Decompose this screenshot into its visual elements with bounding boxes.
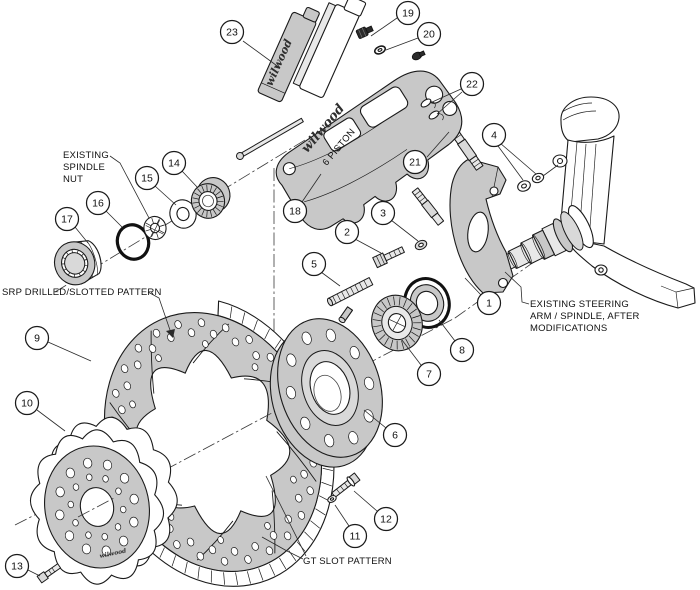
spindle-washers xyxy=(516,172,545,193)
label-spindle-nut-3: NUT xyxy=(63,174,83,185)
callout-23: 23 xyxy=(221,21,244,44)
label-steering-2: ARM / SPINDLE, AFTER xyxy=(530,311,640,322)
svg-text:7: 7 xyxy=(426,369,432,381)
svg-text:9: 9 xyxy=(34,333,40,345)
callout-20: 20 xyxy=(418,23,441,46)
svg-text:15: 15 xyxy=(141,173,153,185)
retainer-clips xyxy=(420,97,445,126)
spindle-nut-group xyxy=(49,173,236,290)
callout-12: 12 xyxy=(375,508,398,531)
pad-outer xyxy=(292,0,366,99)
steering-knuckle xyxy=(487,97,695,308)
spindle-nut xyxy=(141,214,169,243)
callout-1: 1 xyxy=(478,292,501,315)
callout-8: 8 xyxy=(451,339,474,362)
washer-15 xyxy=(166,196,200,231)
bolt-2 xyxy=(373,245,406,268)
callout-21: 21 xyxy=(404,151,427,174)
svg-text:12: 12 xyxy=(380,514,392,526)
callout-2: 2 xyxy=(336,221,359,244)
label-srp-pattern: SRP DRILLED/SLOTTED PATTERN xyxy=(2,287,162,298)
callout-18: 18 xyxy=(284,200,307,223)
callout-3: 3 xyxy=(372,202,395,225)
outer-bearing xyxy=(186,173,236,222)
svg-text:4: 4 xyxy=(491,130,497,142)
svg-text:14: 14 xyxy=(168,158,180,170)
svg-text:13: 13 xyxy=(11,561,23,573)
hub xyxy=(251,305,402,481)
callouts: 1 2 3 4 5 6 7 8 9 10 11 12 13 14 15 16 1… xyxy=(6,2,506,578)
pad-inner xyxy=(257,2,321,102)
callout-10: 10 xyxy=(16,392,39,415)
bridge-bolt xyxy=(235,117,304,161)
steering-arm xyxy=(566,238,695,308)
hat-bolt-13 xyxy=(37,563,61,583)
hub-stud xyxy=(338,307,353,324)
bleed-screw-19 xyxy=(356,24,374,39)
inner-bearing xyxy=(365,289,430,358)
svg-text:22: 22 xyxy=(466,79,478,91)
label-spindle-nut-2: SPINDLE xyxy=(63,162,105,173)
svg-text:21: 21 xyxy=(409,157,421,169)
callout-9: 9 xyxy=(26,327,49,350)
callout-16: 16 xyxy=(87,192,110,215)
text-labels: EXISTING SPINDLE NUT SRP DRILLED/SLOTTED… xyxy=(2,150,640,567)
svg-text:17: 17 xyxy=(61,214,73,226)
svg-text:20: 20 xyxy=(423,29,435,41)
rotor-hat xyxy=(17,407,192,590)
svg-text:5: 5 xyxy=(311,259,317,271)
label-steering-3: MODIFICATIONS xyxy=(530,323,607,334)
svg-text:2: 2 xyxy=(344,227,350,239)
dust-cap xyxy=(49,235,106,290)
stud-lower xyxy=(412,188,444,226)
leader-lines xyxy=(28,18,558,576)
washer-3 xyxy=(414,239,428,252)
spindle-shaft xyxy=(487,202,598,288)
label-spindle-nut-1: EXISTING xyxy=(63,150,109,161)
svg-text:1: 1 xyxy=(486,298,492,310)
stud-5 xyxy=(326,278,372,307)
callout-6: 6 xyxy=(384,424,407,447)
svg-text:11: 11 xyxy=(350,531,361,543)
callout-5: 5 xyxy=(303,253,326,276)
svg-text:16: 16 xyxy=(92,198,104,210)
svg-text:6: 6 xyxy=(392,430,398,442)
rotor xyxy=(67,275,376,590)
callout-19: 19 xyxy=(397,2,420,25)
callout-17: 17 xyxy=(56,208,79,231)
svg-text:8: 8 xyxy=(459,345,465,357)
svg-text:18: 18 xyxy=(289,206,301,218)
svg-text:10: 10 xyxy=(21,398,33,410)
caliper-bracket xyxy=(450,159,513,293)
brake-pads: wilwood xyxy=(257,0,366,102)
caliper-bleed-screw xyxy=(411,50,426,62)
callout-22: 22 xyxy=(461,73,484,96)
callout-7: 7 xyxy=(418,363,441,386)
callout-13: 13 xyxy=(6,555,29,578)
label-gt-pattern: GT SLOT PATTERN xyxy=(303,556,392,567)
washer-20 xyxy=(374,45,387,56)
callout-15: 15 xyxy=(136,167,159,190)
callout-4: 4 xyxy=(483,124,506,147)
svg-text:19: 19 xyxy=(402,8,414,20)
callout-11: 11 xyxy=(344,525,367,548)
bolt-12 xyxy=(330,472,360,499)
label-steering-1: EXISTING STEERING xyxy=(530,299,629,310)
washer-11 xyxy=(327,494,338,504)
callout-14: 14 xyxy=(163,152,186,175)
svg-text:3: 3 xyxy=(380,208,386,220)
svg-text:23: 23 xyxy=(226,27,238,39)
